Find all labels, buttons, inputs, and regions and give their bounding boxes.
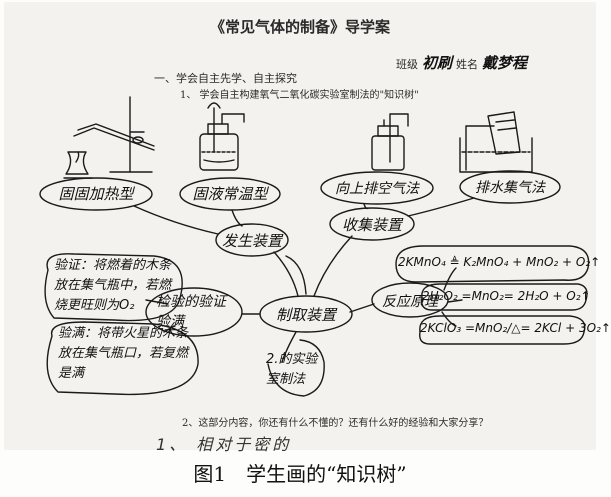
bubble-reaction bbox=[371, 282, 449, 318]
handwritten-answer: 1、 相对于密的 bbox=[156, 435, 292, 454]
bubble-device-type-1 bbox=[39, 177, 153, 211]
device-type-2-label: 固液常温型 bbox=[192, 185, 268, 203]
water-trough-sketch bbox=[459, 111, 533, 173]
class-label: 班级 bbox=[396, 58, 418, 71]
branch-line bbox=[273, 251, 299, 297]
collection-type-1-label: 向上排空气法 bbox=[335, 181, 419, 197]
branch-line bbox=[285, 255, 307, 295]
collection-branch-label: 收集装置 bbox=[341, 216, 402, 234]
name-label: 姓名 bbox=[456, 58, 479, 71]
device-branch-label: 发生装置 bbox=[221, 232, 282, 250]
device-type-1-label: 固固加热型 bbox=[58, 185, 134, 203]
collection-type-2-label: 排水集气法 bbox=[475, 180, 545, 196]
gas-bottle-sketch bbox=[371, 113, 409, 171]
principle-branch-label: 2.的实验室制法 bbox=[266, 352, 318, 387]
branch-line bbox=[349, 303, 375, 313]
branch-line bbox=[231, 209, 243, 227]
test-branch-label: 检验的验证验满 bbox=[156, 294, 226, 330]
branch-line bbox=[163, 325, 175, 333]
bubble-principle bbox=[267, 339, 325, 397]
branch-line bbox=[281, 331, 297, 363]
branch-line bbox=[363, 203, 369, 210]
bubble-verify-note bbox=[44, 253, 183, 322]
bubble-device-type-2 bbox=[179, 177, 281, 211]
bubble-collection-type-2 bbox=[459, 170, 561, 204]
section-heading: 一、学会自主先学、自主探究 bbox=[154, 72, 297, 85]
reaction-branch-label: 反应原理 bbox=[382, 294, 438, 310]
class-value: 初刷 bbox=[422, 54, 453, 72]
branch-line bbox=[145, 299, 169, 305]
branch-line bbox=[443, 267, 457, 291]
figure-caption: 图1 学生画的“知识树” bbox=[193, 462, 407, 486]
knowledge-tree-diagram bbox=[39, 96, 590, 397]
bubble-full-note bbox=[46, 321, 199, 396]
reaction-equation-1: 2KMnO₄ ≜ K₂MnO₄ + MnO₂ + O₂↑ bbox=[398, 255, 601, 269]
branch-line bbox=[447, 299, 463, 303]
full-note: 验满：将带火星的木条放在集气瓶口，若复燃是满 bbox=[58, 326, 189, 381]
bubble-collection bbox=[329, 207, 415, 241]
branch-line bbox=[441, 311, 457, 327]
bubble-reaction-3 bbox=[419, 315, 586, 345]
branch-line bbox=[407, 197, 475, 217]
student-info: 班级初刷姓名戴梦程 bbox=[396, 52, 531, 73]
document-title: 《常见气体的制备》导学案 bbox=[209, 18, 390, 36]
reaction-equation-2: 2H₂O₂ =MnO₂= 2H₂O + O₂↑ bbox=[422, 289, 591, 303]
bubble-reaction-1 bbox=[395, 245, 590, 283]
bubble-collection-type-1 bbox=[320, 171, 434, 205]
task-instruction: 1、 学会自主构建氧气二氧化碳实验室制法的"知识树" bbox=[180, 90, 419, 101]
verify-note: 验证：将燃着的木条放在集气瓶中，若燃烧更旺则为O₂ bbox=[54, 258, 172, 313]
name-value: 戴梦程 bbox=[482, 54, 528, 72]
bubble-device bbox=[215, 223, 289, 257]
center-node-label: 制取装置 bbox=[275, 306, 336, 324]
branch-line bbox=[133, 205, 219, 235]
heating-apparatus-sketch bbox=[63, 96, 155, 179]
flask-apparatus-sketch bbox=[199, 102, 245, 171]
reaction-equation-3: 2KClO₃ =MnO₂/△= 2KCl + 3O₂↑ bbox=[420, 321, 611, 335]
bubble-test bbox=[145, 287, 243, 337]
bubble-reaction-2 bbox=[421, 283, 588, 311]
branch-line bbox=[313, 235, 353, 297]
question-2: 2、这部分内容，你还有什么不懂的？还有什么好的经验和大家分享？ bbox=[182, 418, 489, 429]
worksheet-photo: 《常见气体的制备》导学案 班级初刷姓名戴梦程 一、学会自主先学、自主探究 1、 … bbox=[4, 2, 611, 454]
